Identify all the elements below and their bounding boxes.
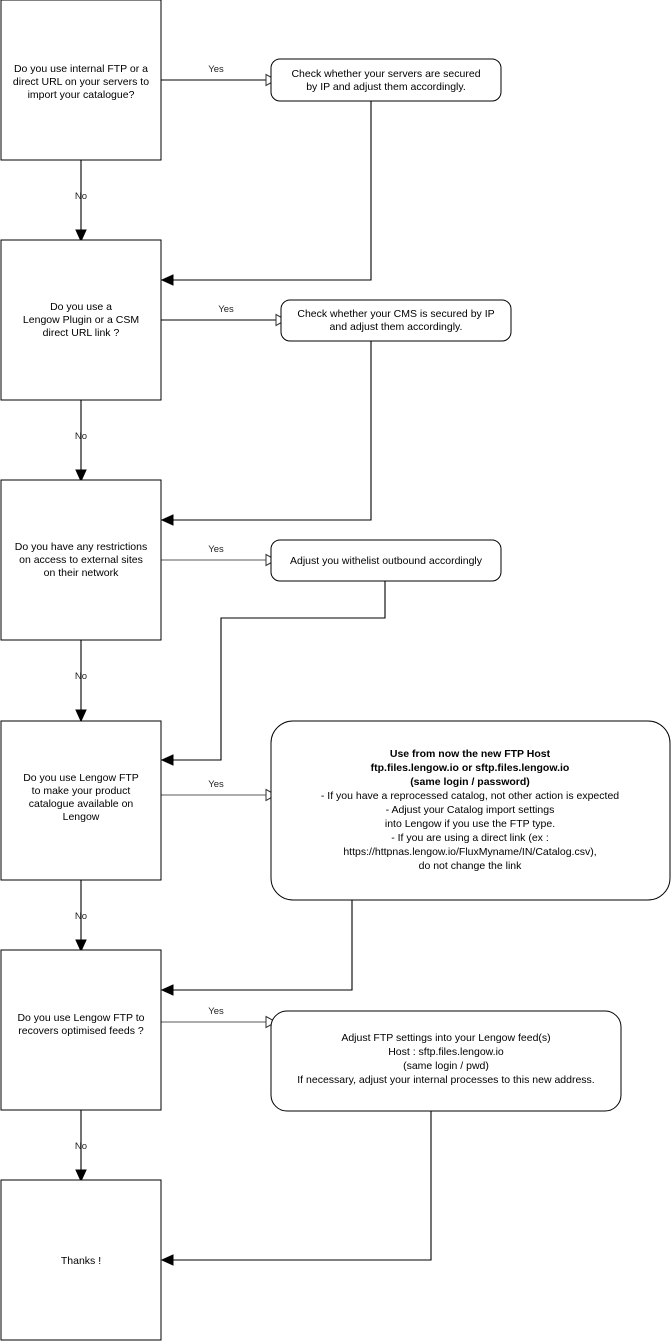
decision-plugin-csm-line-2: Lengow Plugin or a CSM	[23, 314, 139, 326]
edge-label-no-2: No	[75, 431, 87, 442]
edge-label-no-5: No	[75, 1141, 87, 1152]
decision-lengow-ftp-catalogue-line-3: catalogue available on	[29, 798, 134, 810]
decision-restrictions-line-2: on access to external sites	[19, 554, 143, 566]
action-adjust-feed-settings-line-1: Adjust FTP settings into your Lengow fee…	[341, 1032, 550, 1044]
edge-d2-yes: Yes	[161, 304, 288, 327]
edge-label-yes-2: Yes	[218, 304, 234, 315]
decision-ftp-url-line-1: Do you use internal FTP or a	[14, 63, 148, 75]
edge-a5-to-thanks	[160, 1111, 432, 1266]
action-new-ftp-host-line-4: - If you have a reprocessed catalog, not…	[321, 790, 619, 802]
decision-plugin-csm[interactable]: Do you use a Lengow Plugin or a CSM dire…	[0, 239, 162, 401]
action-whitelist[interactable]: Adjust you withelist outbound accordingl…	[270, 539, 502, 582]
action-new-ftp-host-line-6: into Lengow if you use the FTP type.	[385, 818, 555, 830]
decision-lengow-ftp-catalogue-line-4: Lengow	[63, 811, 100, 823]
action-new-ftp-host-line-8: https://httpnas.lengow.io/FluxMyname/IN/…	[343, 846, 596, 858]
action-new-ftp-host-line-3: (same login / password)	[410, 776, 530, 788]
edge-d1-yes: Yes	[161, 64, 278, 87]
decision-ftp-url-line-2: direct URL on your servers to	[13, 76, 149, 88]
edge-a1-to-d2	[160, 100, 372, 286]
decision-lengow-ftp-feeds[interactable]: Do you use Lengow FTP to recovers optimi…	[0, 949, 162, 1111]
edge-d4-yes: Yes	[161, 779, 278, 802]
action-secure-servers[interactable]: Check whether your servers are secured b…	[270, 58, 502, 102]
action-secure-cms-line-1: Check whether your CMS is secured by IP	[297, 308, 494, 320]
decision-plugin-csm-line-3: direct URL link ?	[43, 327, 120, 339]
action-new-ftp-host-line-5: - Adjust your Catalog import settings	[386, 804, 555, 816]
action-adjust-feed-settings[interactable]: Adjust FTP settings into your Lengow fee…	[270, 1010, 622, 1112]
edge-label-yes-5: Yes	[208, 1006, 224, 1017]
edge-d2-no: No	[75, 400, 87, 483]
decision-lengow-ftp-catalogue[interactable]: Do you use Lengow FTP to make your produ…	[0, 720, 162, 881]
action-whitelist-line-1: Adjust you withelist outbound accordingl…	[290, 555, 483, 567]
decision-lengow-ftp-catalogue-line-2: to make your product	[32, 785, 131, 797]
edge-label-yes-4: Yes	[208, 779, 224, 790]
edge-d5-yes: Yes	[161, 1006, 278, 1029]
action-new-ftp-host-line-9: do not change the link	[419, 860, 522, 872]
decision-lengow-ftp-feeds-line-2: recovers optimised feeds ?	[18, 1025, 144, 1037]
action-secure-cms-line-2: and adjust them accordingly.	[330, 321, 463, 333]
edge-label-yes-1: Yes	[208, 64, 224, 75]
decision-lengow-ftp-feeds-line-1: Do you use Lengow FTP to	[17, 1012, 144, 1024]
action-new-ftp-host[interactable]: Use from now the new FTP Host ftp.files.…	[270, 720, 671, 901]
decision-plugin-csm-line-1: Do you use a	[50, 301, 112, 313]
decision-restrictions[interactable]: Do you have any restrictions on access t…	[0, 479, 162, 641]
action-adjust-feed-settings-line-4: If necessary, adjust your internal proce…	[297, 1074, 594, 1086]
action-adjust-feed-settings-line-2: Host : sftp.files.lengow.io	[388, 1046, 504, 1058]
action-new-ftp-host-line-2: ftp.files.lengow.io or sftp.files.lengow…	[371, 762, 570, 774]
action-secure-servers-line-1: Check whether your servers are secured	[291, 68, 480, 80]
action-new-ftp-host-line-1: Use from now the new FTP Host	[390, 748, 551, 760]
decision-ftp-url[interactable]: Do you use internal FTP or a direct URL …	[0, 0, 162, 161]
decision-lengow-ftp-catalogue-line-1: Do you use Lengow FTP	[23, 772, 139, 784]
edge-a4-to-d5	[160, 900, 353, 996]
terminal-thanks-line-1: Thanks !	[61, 1255, 101, 1267]
action-secure-servers-line-2: by IP and adjust them accordingly.	[306, 81, 466, 93]
edge-a3-to-d4	[160, 581, 386, 766]
decision-restrictions-line-3: on their network	[44, 567, 119, 579]
edge-label-no-1: No	[75, 191, 87, 202]
action-adjust-feed-settings-line-3: (same login / pwd)	[403, 1060, 489, 1072]
edge-d5-no: No	[75, 1110, 87, 1183]
edge-label-yes-3: Yes	[208, 544, 224, 555]
edge-d3-yes: Yes	[161, 544, 278, 567]
edge-a2-to-d3	[160, 341, 372, 526]
decision-ftp-url-line-3: import your catalogue?	[28, 89, 135, 101]
edge-d3-no: No	[75, 640, 87, 723]
action-secure-cms[interactable]: Check whether your CMS is secured by IP …	[280, 299, 512, 342]
edge-d4-no: No	[75, 880, 87, 953]
edge-d1-no: No	[75, 160, 87, 243]
decision-restrictions-line-1: Do you have any restrictions	[15, 541, 147, 553]
edge-label-no-4: No	[75, 911, 87, 922]
action-new-ftp-host-line-7: - If you are using a direct link (ex :	[391, 832, 549, 844]
terminal-thanks[interactable]: Thanks !	[0, 1179, 162, 1341]
edge-label-no-3: No	[75, 671, 87, 682]
